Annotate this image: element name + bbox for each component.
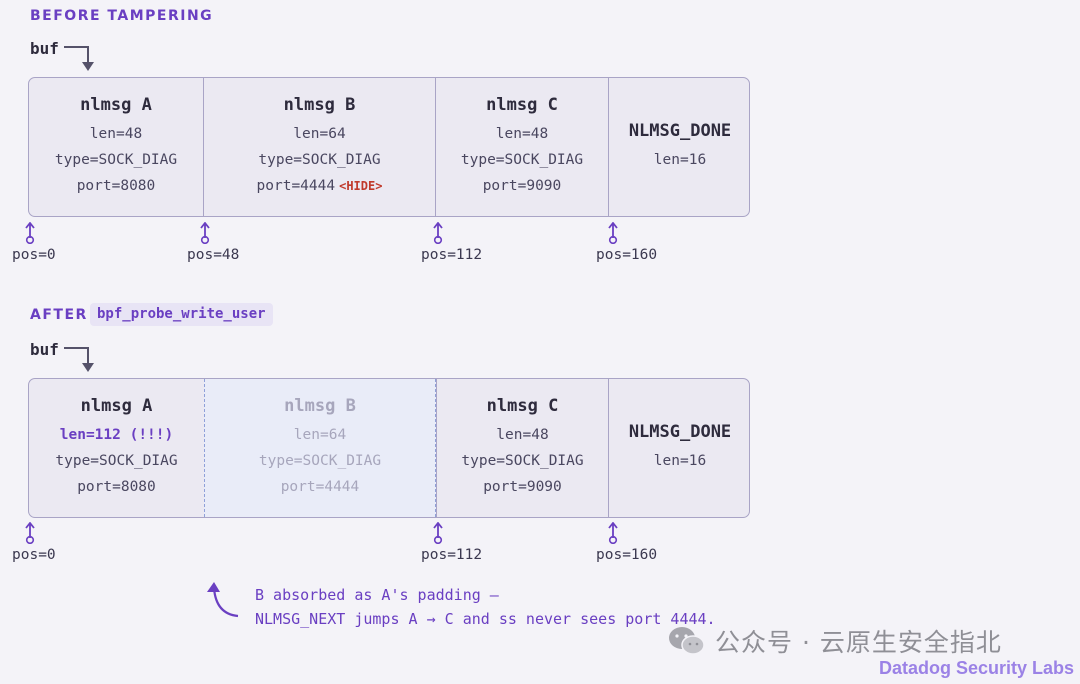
position-label: pos=48 (187, 247, 240, 263)
nlmsg-a-cell: nlmsg A len=112 (!!!) type=SOCK_DIAG por… (29, 379, 204, 517)
cell-title: nlmsg C (486, 396, 559, 416)
nlmsg-c-cell: nlmsg C len=48 type=SOCK_DIAG port=9090 (436, 78, 609, 216)
bpf-helper-code: bpf_probe_write_user (90, 303, 273, 326)
cell-len: len=64 (293, 427, 347, 443)
position-marker-icon (25, 522, 35, 544)
cell-len: len=48 (89, 126, 143, 142)
cell-title: nlmsg B (284, 396, 356, 416)
position-marker-icon (25, 222, 35, 244)
message-buffer-before: nlmsg A len=48 type=SOCK_DIAG port=8080 … (28, 77, 750, 217)
annotation-line-2: NLMSG_NEXT jumps A → C and ss never sees… (255, 610, 716, 628)
nlmsg-a-cell: nlmsg A len=48 type=SOCK_DIAG port=8080 (29, 78, 204, 216)
nlmsg-done-cell: NLMSG_DONE len=16 (609, 379, 749, 517)
cell-port: port=9090 (483, 479, 562, 495)
nlmsg-b-ghost-cell: nlmsg B len=64 type=SOCK_DIAG port=4444 (204, 379, 436, 517)
cell-port: port=8080 (77, 479, 156, 495)
cell-type: type=SOCK_DIAG (55, 453, 178, 469)
cell-title: NLMSG_DONE (628, 422, 732, 442)
nlmsg-b-cell: nlmsg B len=64 type=SOCK_DIAG port=4444<… (204, 78, 436, 216)
position-marker-icon (200, 222, 210, 244)
cell-len-tampered: len=112 (!!!) (59, 427, 174, 443)
cell-title: nlmsg C (486, 95, 558, 115)
cell-title: NLMSG_DONE (628, 121, 732, 141)
cell-len: len=16 (653, 152, 707, 168)
after-heading: AFTER (30, 307, 88, 323)
wechat-logo-icon (669, 627, 705, 655)
position-label: pos=0 (12, 547, 56, 563)
cell-len: len=48 (496, 427, 549, 443)
position-marker-icon (608, 222, 618, 244)
buf-label: buf (30, 340, 59, 359)
position-label: pos=160 (596, 247, 658, 263)
cell-type: type=SOCK_DIAG (461, 453, 584, 469)
hide-tag: <HIDE> (339, 179, 383, 193)
buf-pointer-arrow-icon (64, 46, 94, 71)
brand-label: Datadog Security Labs (878, 658, 1074, 678)
cell-type: type=SOCK_DIAG (258, 152, 381, 168)
annotation-line-1: B absorbed as A's padding — (255, 586, 499, 604)
cell-title: nlmsg A (80, 396, 153, 416)
cell-port: port=9090 (482, 178, 562, 194)
before-heading: BEFORE TAMPERING (30, 8, 214, 24)
cell-port-row: port=4444<HIDE> (257, 173, 383, 199)
cell-port: port=8080 (76, 178, 156, 194)
cell-type: type=SOCK_DIAG (54, 152, 178, 168)
cell-len: len=48 (495, 126, 549, 142)
message-buffer-after: nlmsg A len=112 (!!!) type=SOCK_DIAG por… (28, 378, 750, 518)
cell-len: len=64 (293, 126, 346, 142)
nlmsg-c-cell: nlmsg C len=48 type=SOCK_DIAG port=9090 (436, 379, 609, 517)
curved-arrow-icon (207, 582, 239, 618)
nlmsg-done-cell: NLMSG_DONE len=16 (609, 78, 749, 216)
position-label: pos=112 (421, 547, 483, 563)
cell-len: len=16 (653, 453, 707, 469)
cell-title: nlmsg A (80, 95, 152, 115)
cell-port: port=4444 (280, 479, 360, 495)
position-label: pos=160 (596, 547, 658, 563)
buf-pointer-arrow-icon (64, 347, 94, 372)
position-label: pos=0 (12, 247, 56, 263)
cell-title: nlmsg B (283, 95, 356, 115)
cell-type: type=SOCK_DIAG (460, 152, 584, 168)
cell-type: type=SOCK_DIAG (258, 453, 382, 469)
cell-port: port=4444 (256, 178, 336, 194)
position-marker-icon (608, 522, 618, 544)
position-marker-icon (433, 222, 443, 244)
position-marker-icon (433, 522, 443, 544)
watermark-text: 公众号 · 云原生安全指北 (715, 628, 1002, 657)
buf-label: buf (30, 39, 59, 58)
position-label: pos=112 (421, 247, 483, 263)
